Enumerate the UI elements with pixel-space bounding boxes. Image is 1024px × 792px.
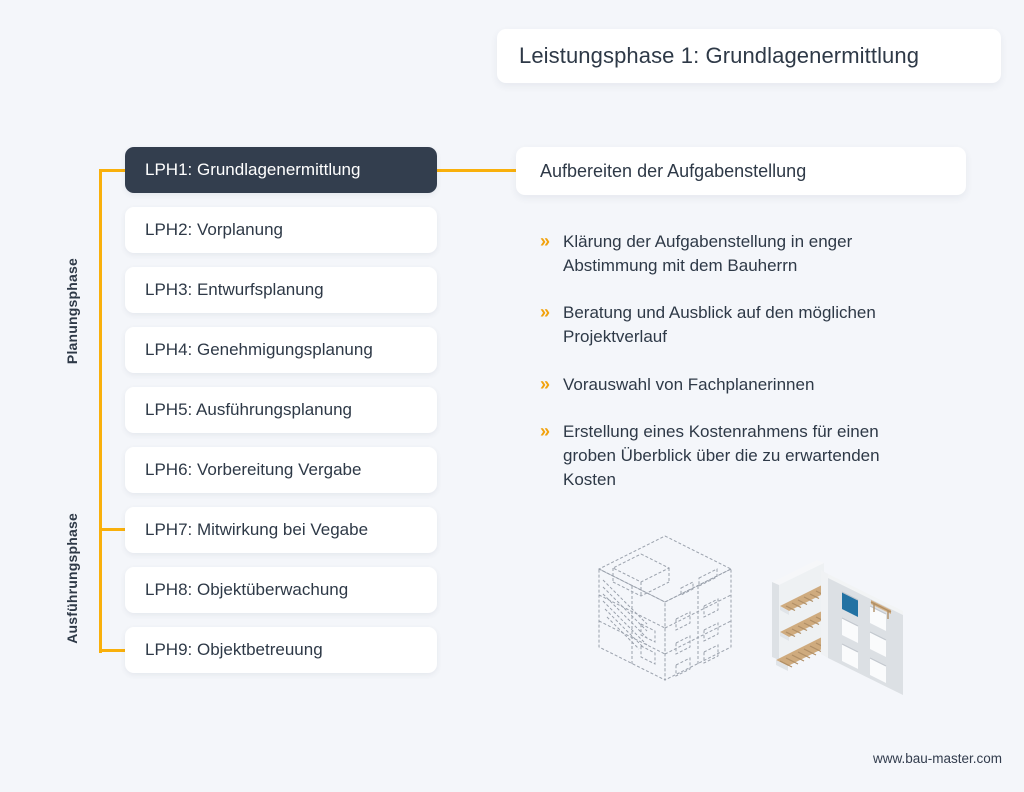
bracket-stub-lph9 — [99, 649, 126, 652]
detail-bullet: » Klärung der Aufgabenstellung in enger A… — [540, 230, 925, 278]
detail-heading-text: Aufbereiten der Aufgabenstellung — [540, 160, 807, 181]
detail-bullet-text: Erstellung eines Kostenrahmens für einen… — [563, 421, 880, 489]
chevron-bullet-icon: » — [540, 231, 551, 251]
detail-heading: Aufbereiten der Aufgabenstellung — [516, 147, 966, 195]
blueprint-building-illustration — [597, 535, 733, 681]
page-title: Leistungsphase 1: Grundlagenermittlung — [497, 29, 1001, 83]
detail-bullet-text: Vorauswahl von Fachplanerinnen — [563, 374, 815, 394]
phase-item-lph6[interactable]: LPH6: Vorbereitung Vergabe — [125, 447, 437, 493]
bracket-stub-lph7 — [99, 528, 126, 531]
detail-bullet: » Beratung und Ausblick auf den möglichen… — [540, 301, 925, 349]
phase-item-label: LPH7: Mitwirkung bei Vegabe — [145, 520, 369, 539]
group-label-planungsphase: Planungsphase — [64, 258, 80, 365]
phase-item-label: LPH1: Grundlagenermittlung — [145, 160, 361, 179]
detail-bullet-list: » Klärung der Aufgabenstellung in enger A… — [540, 230, 925, 492]
construction-building-illustration — [772, 560, 903, 695]
phase-item-label: LPH2: Vorplanung — [145, 220, 283, 239]
phase-item-label: LPH6: Vorbereitung Vergabe — [145, 460, 362, 479]
phase-item-label: LPH8: Objektüberwachung — [145, 580, 349, 599]
chevron-bullet-icon: » — [540, 420, 551, 441]
phase-bracket-line — [99, 169, 102, 653]
page-title-text: Leistungsphase 1: Grundlagenermittlung — [519, 43, 920, 68]
footer-url[interactable]: www.bau-master.com — [872, 751, 1002, 766]
bracket-stub-lph1 — [99, 169, 126, 172]
phase-item-lph8[interactable]: LPH8: Objektüberwachung — [125, 567, 437, 613]
lph1-detail-connector — [437, 169, 516, 172]
detail-bullet: » Vorauswahl von Fachplanerinnen — [540, 373, 925, 397]
phase-item-lph3[interactable]: LPH3: Entwurfsplanung — [125, 267, 437, 313]
phase-item-lph4[interactable]: LPH4: Genehmigungsplanung — [125, 327, 437, 373]
detail-bullet-text: Klärung der Aufgabenstellung in enger Ab… — [563, 232, 853, 276]
detail-bullet-text: Beratung und Ausblick auf den möglichen … — [563, 303, 876, 347]
phase-item-lph7[interactable]: LPH7: Mitwirkung bei Vegabe — [125, 507, 437, 553]
phase-item-label: LPH4: Genehmigungsplanung — [145, 340, 373, 359]
chevron-bullet-icon: » — [540, 373, 551, 394]
chevron-bullet-icon: » — [540, 302, 551, 323]
phase-item-label: LPH3: Entwurfsplanung — [145, 280, 324, 299]
phase-item-lph1[interactable]: LPH1: Grundlagenermittlung — [125, 147, 437, 193]
phase-item-label: LPH9: Objektbetreuung — [145, 640, 323, 659]
detail-bullet: » Erstellung eines Kostenrahmens für eine… — [540, 420, 925, 492]
phase-item-lph9[interactable]: LPH9: Objektbetreuung — [125, 627, 437, 673]
group-label-ausfuehrungsphase: Ausführungsphase — [64, 513, 80, 644]
phase-item-label: LPH5: Ausführungsplanung — [145, 400, 352, 419]
phase-item-lph5[interactable]: LPH5: Ausführungsplanung — [125, 387, 437, 433]
phase-item-lph2[interactable]: LPH2: Vorplanung — [125, 207, 437, 253]
